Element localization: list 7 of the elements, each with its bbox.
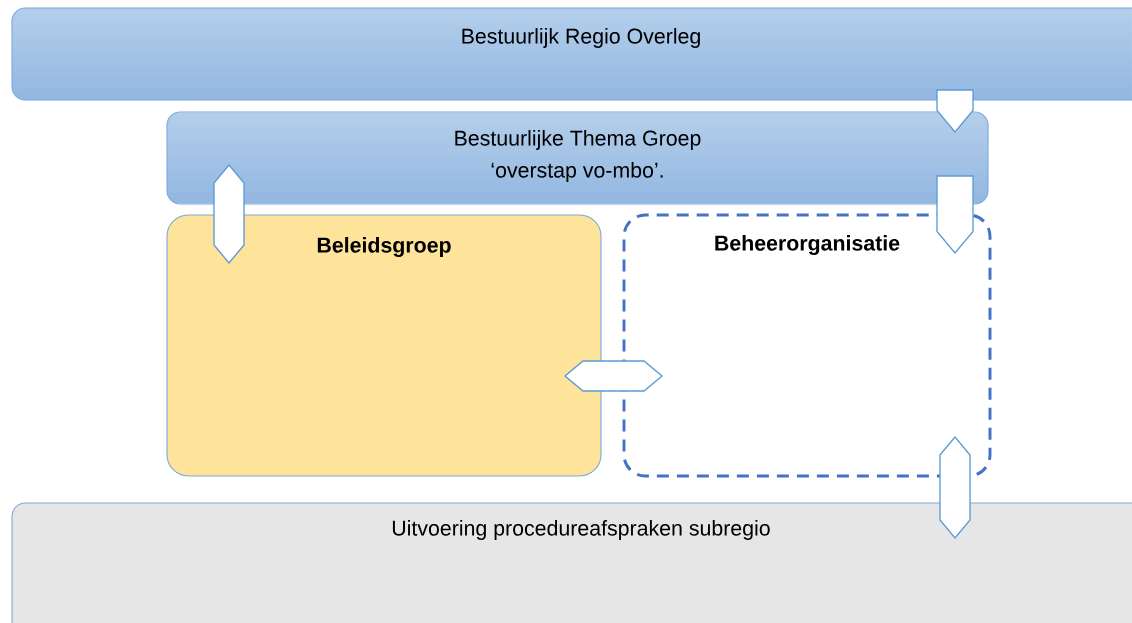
- group-box: Beleidsgroep: [166, 214, 602, 477]
- band: Bestuurlijke Thema Groep ‘overstap vo-mbo’.: [166, 111, 989, 205]
- band: Uitvoering procedureafspraken subregio: [11, 502, 1132, 623]
- block-arrow: [936, 89, 974, 134]
- dashed-box: Beheerorganisatie: [622, 213, 992, 478]
- block-arrow: [936, 175, 974, 255]
- band: Bestuurlijk Regio Overleg: [11, 7, 1132, 101]
